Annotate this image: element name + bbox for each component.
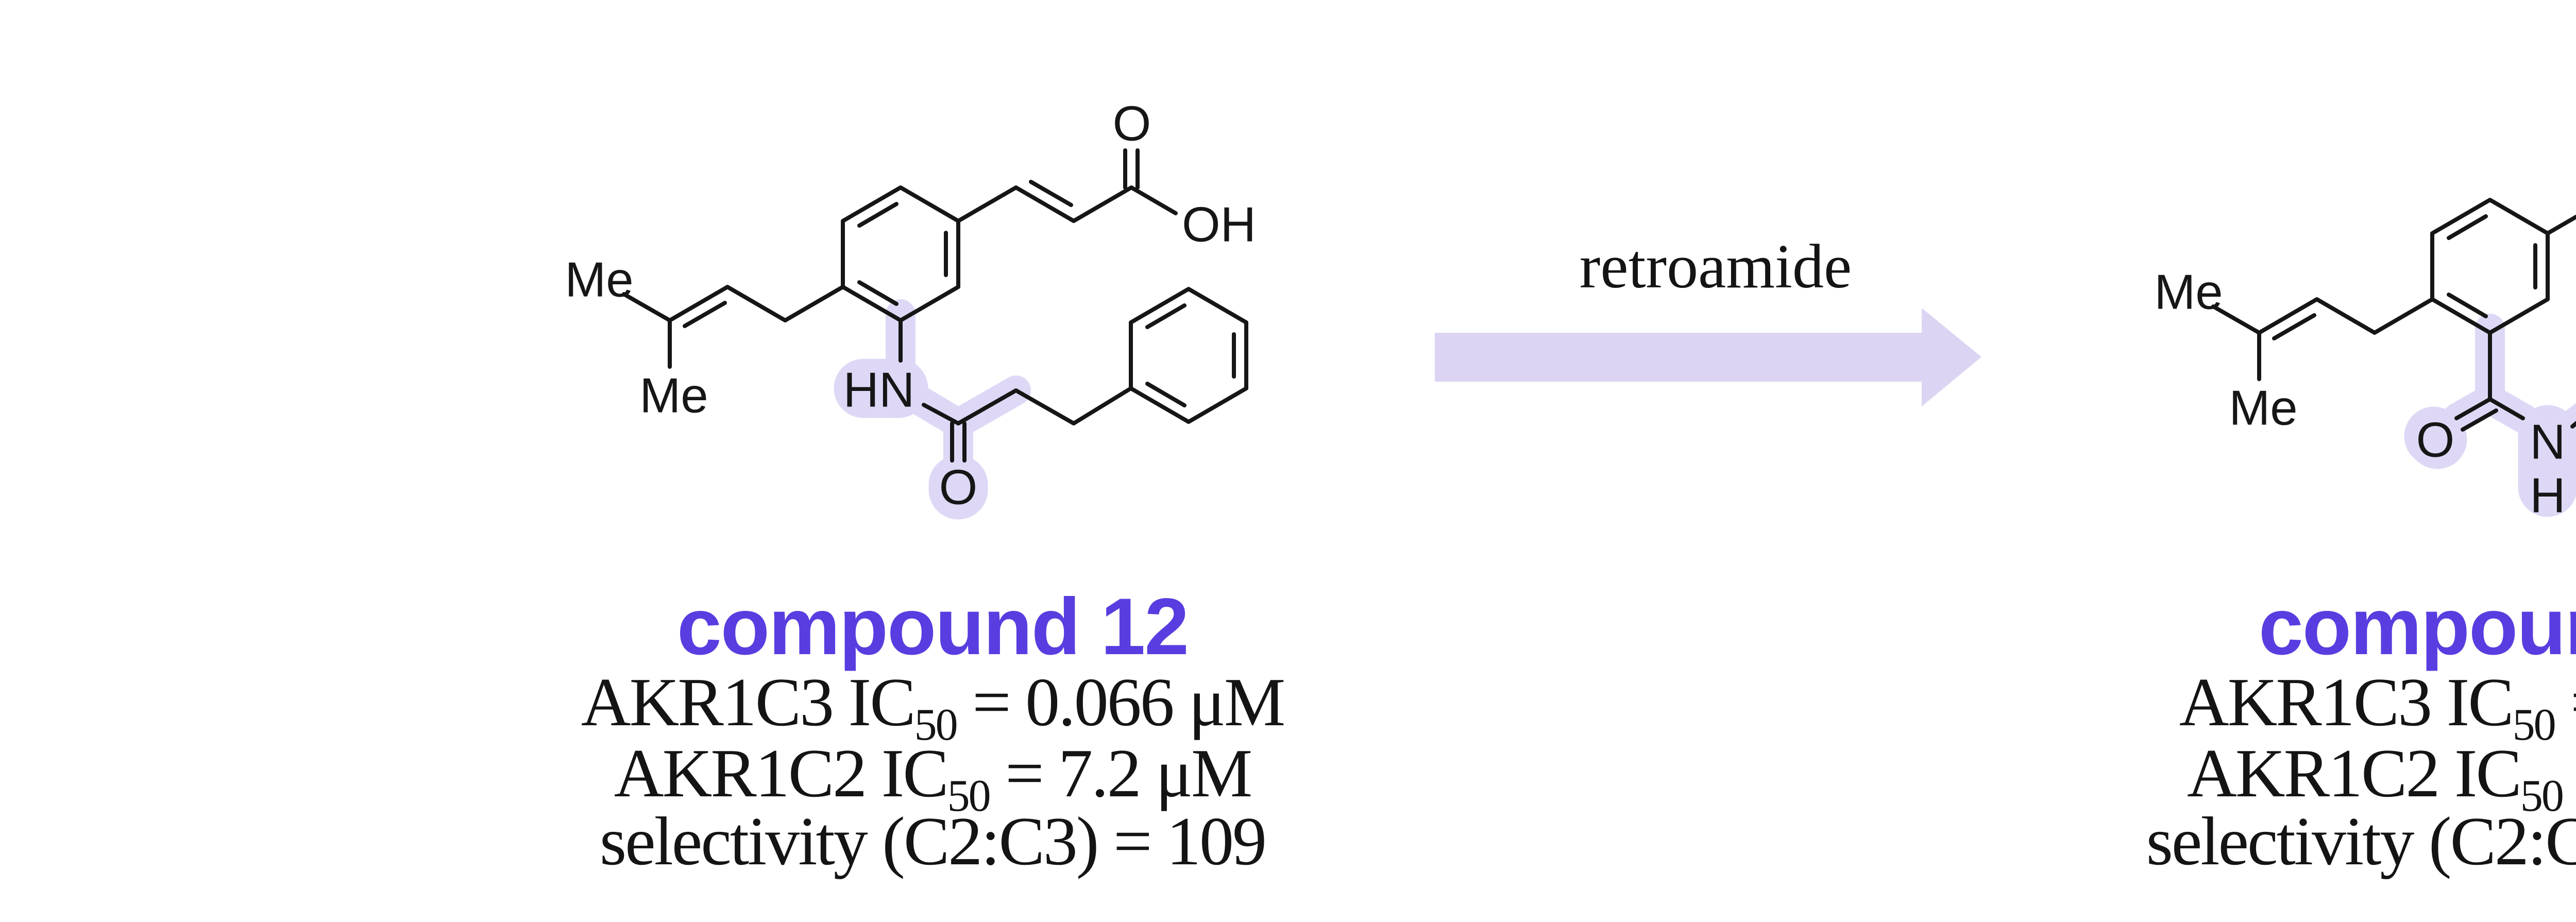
metric-subscript: 50	[2512, 699, 2556, 750]
c13-methyl-label: Me	[2229, 381, 2297, 436]
compound12-akr1c2-ic50: AKR1C2 IC50 = 7.2 μM	[546, 733, 1319, 818]
c12-methyl-label: Me	[639, 368, 708, 423]
metric-text: selectivity (C2:C3) = >2857	[2146, 803, 2576, 879]
compound13-akr1c3-ic50: AKR1C3 IC50 = 0.07 μM	[2128, 662, 2576, 747]
reaction-label: retroamide	[1579, 232, 1852, 301]
c13-amide-hydrogen-label: H	[2530, 468, 2565, 523]
compound12-title: compound 12	[676, 582, 1189, 672]
metric-value: = 0.066 μM	[956, 664, 1285, 740]
c12-amide-nh-label: HN	[843, 363, 915, 418]
c12-methyl-label: Me	[565, 252, 633, 308]
c13-amide-nitrogen-label: N	[2530, 415, 2565, 470]
metric-text: AKR1C2 IC	[2187, 735, 2522, 811]
compound13-akr1c2-ic50: AKR1C2 IC50 = 200 μM	[2128, 733, 2576, 818]
metric-text: selectivity (C2:C3) = 109	[599, 803, 1267, 879]
reaction-arrow	[1435, 308, 1981, 406]
c13-methyl-label: Me	[2154, 265, 2223, 320]
metric-text: AKR1C2 IC	[614, 735, 949, 811]
metric-value: = 200 μM	[2563, 735, 2576, 811]
compound12-structure: Me Me O OH HN O	[565, 96, 1256, 515]
compound12-akr1c3-ic50: AKR1C3 IC50 = 0.066 μM	[546, 662, 1319, 747]
metric-subscript: 50	[947, 771, 991, 821]
metric-value: = 7.2 μM	[989, 735, 1252, 811]
compound13-structure: Me Me O OH N H O	[2154, 198, 2576, 523]
compound12-selectivity: selectivity (C2:C3) = 109	[546, 801, 1319, 881]
metric-text: AKR1C3 IC	[2179, 664, 2514, 740]
metric-subscript: 50	[2520, 771, 2564, 821]
c12-carboxyl-oxygen-label: O	[1113, 96, 1151, 151]
c12-amide-oxygen-label: O	[939, 460, 978, 515]
metric-text: AKR1C3 IC	[581, 664, 916, 740]
compound13-selectivity: selectivity (C2:C3) = >2857	[2128, 801, 2576, 881]
c13-amide-oxygen-label: O	[2416, 413, 2455, 468]
metric-value: = 0.07 μM	[2555, 664, 2576, 740]
c12-hydroxyl-label: OH	[1182, 197, 1256, 252]
compound13-title: compound 13	[2258, 582, 2576, 672]
metric-subscript: 50	[914, 699, 958, 750]
